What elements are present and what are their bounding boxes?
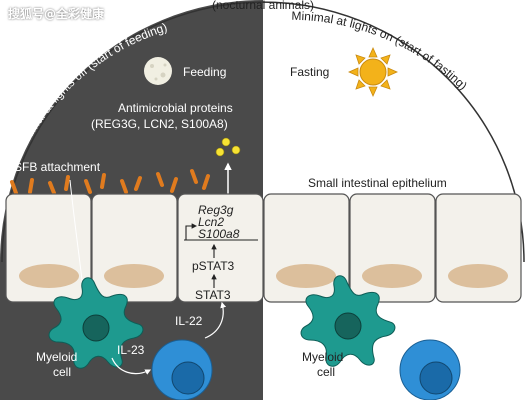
stat3-label: STAT3 <box>195 288 231 302</box>
myeloid-left-label-2: cell <box>53 365 71 379</box>
il22-label: IL-22 <box>175 314 203 328</box>
header-text: (nocturnal animals) <box>212 0 314 12</box>
myeloid-right-label-2: cell <box>317 365 335 379</box>
myeloid-cell-left <box>48 277 144 369</box>
il23-arrow <box>111 357 152 375</box>
epithelium-label: Small intestinal epithelium <box>308 176 447 190</box>
sfb-label: SFB attachment <box>14 160 101 174</box>
feeding-label: Feeding <box>183 65 226 79</box>
myeloid-left-label-1: Myeloid <box>36 350 77 364</box>
dome-outline <box>1 1 525 263</box>
il23-label: IL-23 <box>117 343 145 357</box>
gene-s100a8: S100a8 <box>198 227 240 241</box>
il22-arrow <box>204 301 227 339</box>
gene-lcn2: Lcn2 <box>198 215 224 229</box>
amp-title: Antimicrobial proteins <box>118 101 233 115</box>
watermark: 搜狐号@全彩健康 <box>8 7 105 21</box>
sun-icon <box>348 47 398 97</box>
epithelial-nuclei <box>19 264 508 288</box>
amp-list: (REG3G, LCN2, S100A8) <box>91 117 228 131</box>
promoter-arrow <box>185 223 198 240</box>
myeloid-cell-right <box>300 275 396 367</box>
sfb-filaments <box>10 169 210 195</box>
amp-dots <box>215 137 241 157</box>
pstat3-label: pSTAT3 <box>192 259 235 273</box>
myeloid-right-label-1: Myeloid <box>302 350 343 364</box>
gene-reg3g: Reg3g <box>198 203 234 217</box>
moon-icon <box>144 57 172 85</box>
fasting-label: Fasting <box>290 65 329 79</box>
lymphocyte-left <box>151 339 213 400</box>
lymphocyte-right <box>399 339 461 400</box>
